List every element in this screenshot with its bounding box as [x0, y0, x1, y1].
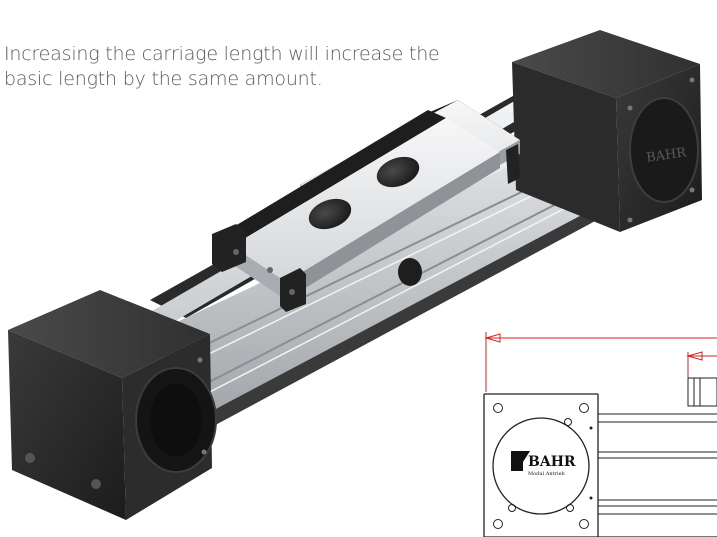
technical-drawing: BAHR Modul Antrieb [483, 332, 717, 537]
carriage [212, 100, 520, 312]
caption-text: Increasing the carriage length will incr… [4, 42, 484, 92]
logo-embossed: BAHR [645, 145, 688, 166]
carriage-disc-2 [376, 156, 420, 188]
caption-line-2: basic length by the same amount. [4, 68, 323, 90]
end-block-right: BAHR [512, 30, 702, 232]
end-block-left [8, 290, 217, 520]
logo-subtitle-text: Modul Antrieb [528, 471, 565, 477]
caption-line-1: Increasing the carriage length will incr… [4, 43, 440, 65]
logo-brand-text: BAHR [528, 454, 576, 470]
carriage-disc-1 [308, 198, 352, 230]
bahr-logo: BAHR Modul Antrieb [511, 451, 576, 477]
